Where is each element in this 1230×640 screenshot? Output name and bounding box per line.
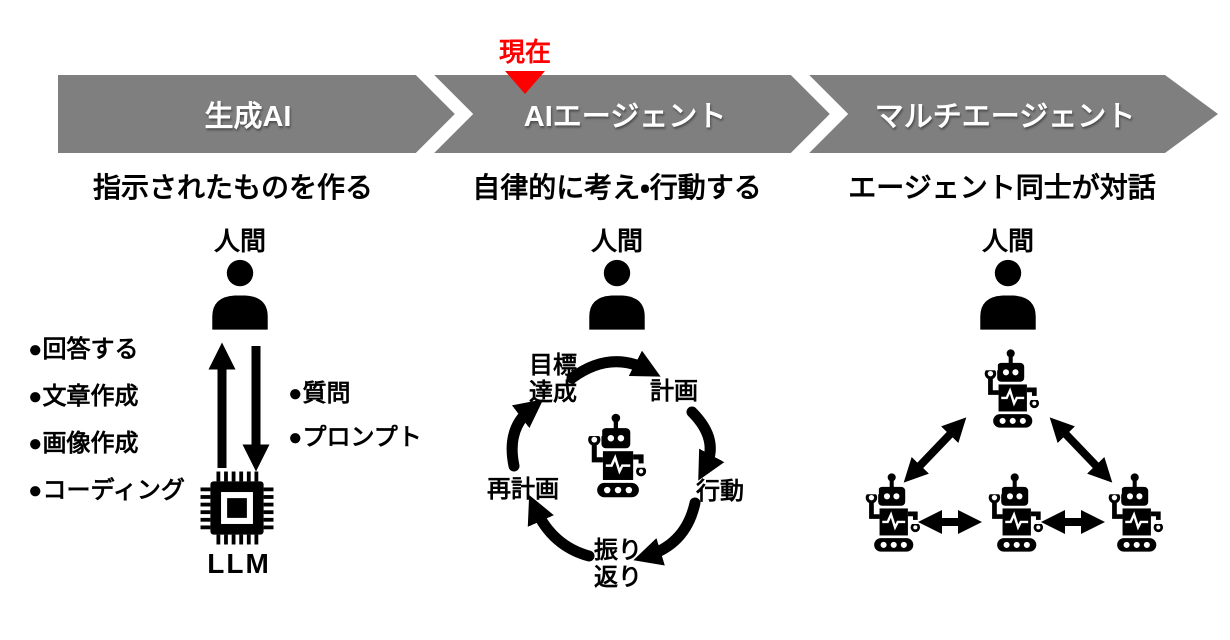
cycle-step-replan: 再計画 <box>487 476 559 503</box>
description-ai-agent: 自律的に考え・行動する <box>472 172 762 203</box>
cpu-chip-icon <box>199 470 275 546</box>
cycle-arrow-review-to-replan <box>527 494 595 562</box>
arrow-top-left-dialog <box>903 417 967 483</box>
description-multi-agent: エージェント同士が対話 <box>848 172 1156 203</box>
timeline-ribbon <box>58 75 1218 153</box>
cycle-arrow-action-to-review <box>633 497 701 566</box>
timeline-arrow-banner <box>58 75 1218 153</box>
robot-icon-agent <box>577 412 649 499</box>
arrow-top-right-dialog <box>1049 417 1113 483</box>
input-list: ●質問 ●プロンプト <box>288 372 422 460</box>
cycle-arrow-plan-to-action <box>686 406 725 481</box>
stage-label-generative-ai: 生成AI <box>204 101 292 133</box>
capability-item: ●文章作成 <box>28 383 139 410</box>
capability-item: ●画像作成 <box>28 430 139 457</box>
chevron-separator-1 <box>415 75 474 153</box>
current-marker-triangle-icon <box>505 71 545 94</box>
chevron-separator-2 <box>790 75 849 153</box>
capability-list: ●回答する ●文章作成 ●画像作成 ●コーディング <box>28 326 185 514</box>
input-item: ●質問 <box>288 380 351 407</box>
person-icon-col2 <box>584 257 650 330</box>
stage-label-multi-agent: マルチエージェント <box>874 101 1136 133</box>
cycle-step-action: 行動 <box>696 478 744 505</box>
human-llm-exchange-arrows <box>208 342 270 472</box>
human-label-col1: 人間 <box>213 226 266 256</box>
human-label-col2: 人間 <box>590 226 643 256</box>
cycle-step-review: 振り返り <box>594 537 642 591</box>
cycle-arrow-goal-to-plan <box>566 350 661 384</box>
current-marker-label: 現在 <box>498 37 551 67</box>
human-label-col3: 人間 <box>981 226 1034 256</box>
person-icon-col3 <box>975 257 1041 330</box>
agent-network-arrows <box>903 417 1113 534</box>
capability-item: ●コーディング <box>28 477 185 504</box>
llm-label: LLM <box>207 548 271 579</box>
input-item: ●プロンプト <box>288 424 422 451</box>
cycle-arrow-replan-to-goal <box>506 399 544 472</box>
capability-item: ●回答する <box>28 336 139 363</box>
agent-cycle-arrows <box>506 350 725 566</box>
person-icon-col1 <box>207 257 273 330</box>
cycle-step-plan: 計画 <box>650 378 698 405</box>
cycle-step-goal: 目標達成 <box>529 352 577 406</box>
description-generative-ai: 指示されたものを作る <box>92 172 373 203</box>
stage-label-ai-agent: AIエージェント <box>523 101 727 133</box>
